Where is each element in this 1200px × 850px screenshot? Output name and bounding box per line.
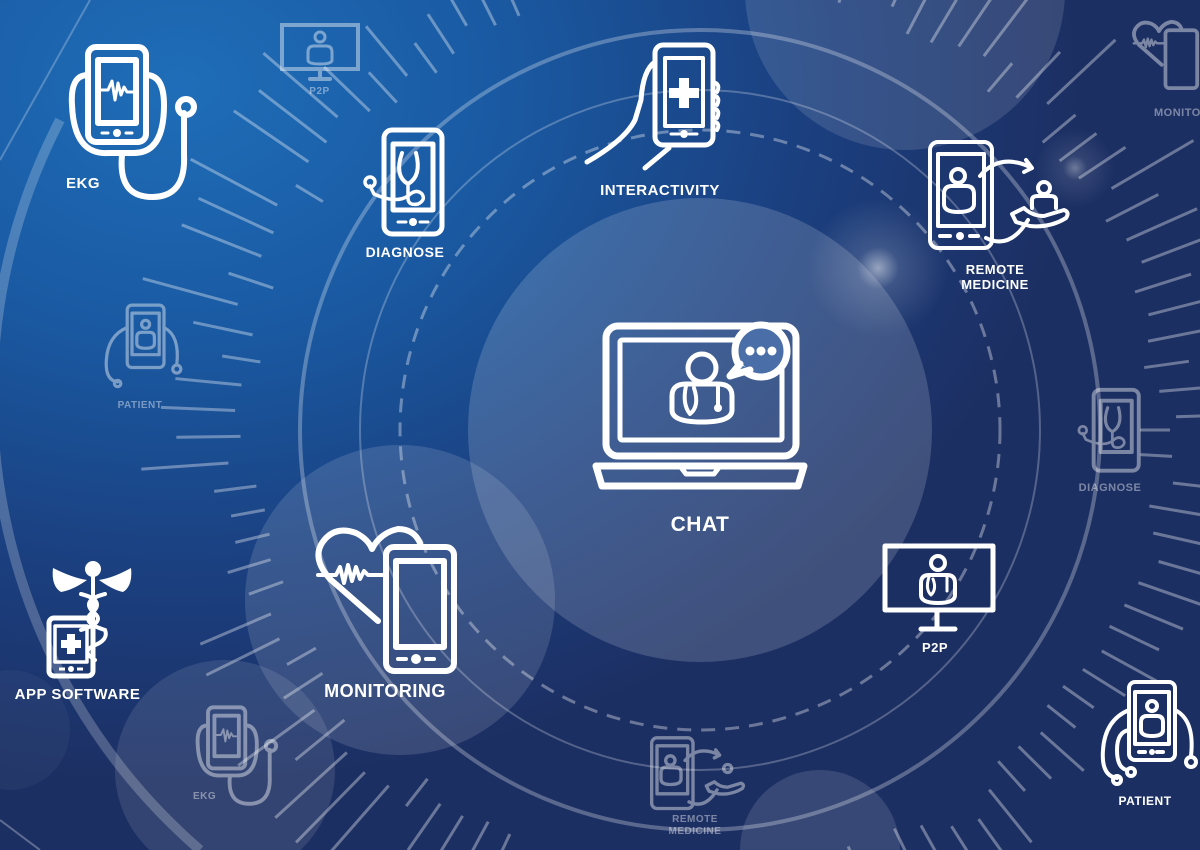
remote-medicine-faded-node: REMOTE MEDICINE (640, 735, 750, 837)
remote-medicine-label-line1: REMOTE (965, 262, 1025, 277)
p2p-faded-node: P2P (272, 22, 367, 98)
monitoring-node: MONITORING (290, 525, 480, 702)
app-software-label: APP SOFTWARE (14, 686, 141, 703)
patient-faded-label: PATIENT (117, 400, 163, 411)
monitor-doctor-icon (882, 543, 996, 632)
heart-phone-icon (1132, 20, 1200, 90)
caduceus-tablet-icon (46, 561, 131, 679)
diagnose-label: DIAGNOSE (365, 244, 445, 260)
phone-stethoscope-icon (363, 127, 445, 237)
laptop-doctor-chat-icon (592, 321, 808, 490)
hand-holding-phone-icon (584, 42, 721, 171)
diagnose-node: DIAGNOSE (350, 127, 460, 260)
monitoring-faded-node: MONITO (1130, 5, 1200, 120)
monitoring-label: MONITORING (324, 681, 446, 701)
phone-patient-stethoscope-icon (1100, 680, 1198, 786)
p2p-node: P2P (870, 543, 1000, 656)
patient-label: PATIENT (1118, 794, 1172, 808)
remote-medicine-icon (928, 140, 1070, 250)
monitoring-faded-label: MONITO (1154, 107, 1200, 119)
ekg-label: EKG (66, 175, 101, 192)
p2p-label: P2P (921, 640, 949, 655)
remote-medicine-faded-label-line1: REMOTE (672, 814, 718, 825)
ekg-node: EKG (52, 44, 202, 205)
ekg-phone-stethoscope-icon (195, 705, 279, 806)
patient-faded-node: PATIENT (90, 303, 190, 412)
phone-patient-stethoscope-icon (104, 303, 183, 389)
interactivity-label: INTERACTIVITY (600, 182, 720, 199)
remote-medicine-label-line2: MEDICINE (961, 276, 1029, 292)
interactivity-node: INTERACTIVITY (575, 40, 745, 199)
patient-node: PATIENT (1090, 680, 1200, 809)
chat-label: CHAT (670, 513, 730, 536)
heart-phone-icon (315, 526, 457, 674)
center-bubble (468, 198, 932, 662)
ekg-faded-label: EKG (193, 791, 217, 802)
remote-medicine-faded-label-line2: MEDICINE (668, 825, 722, 837)
remote-medicine-icon (650, 736, 746, 811)
phone-stethoscope-icon (1077, 387, 1141, 473)
diagnose-faded-node: DIAGNOSE (1065, 387, 1155, 495)
ekg-phone-stethoscope-icon (68, 44, 197, 200)
chat-node: CHAT (590, 318, 810, 537)
app-software-node: APP SOFTWARE (5, 560, 150, 703)
monitor-doctor-icon (279, 23, 360, 81)
diagnose-faded-label: DIAGNOSE (1078, 482, 1142, 494)
remote-medicine-node: REMOTE MEDICINE (920, 138, 1070, 293)
p2p-faded-label: P2P (309, 86, 330, 97)
ekg-faded-node: EKG (185, 705, 285, 810)
